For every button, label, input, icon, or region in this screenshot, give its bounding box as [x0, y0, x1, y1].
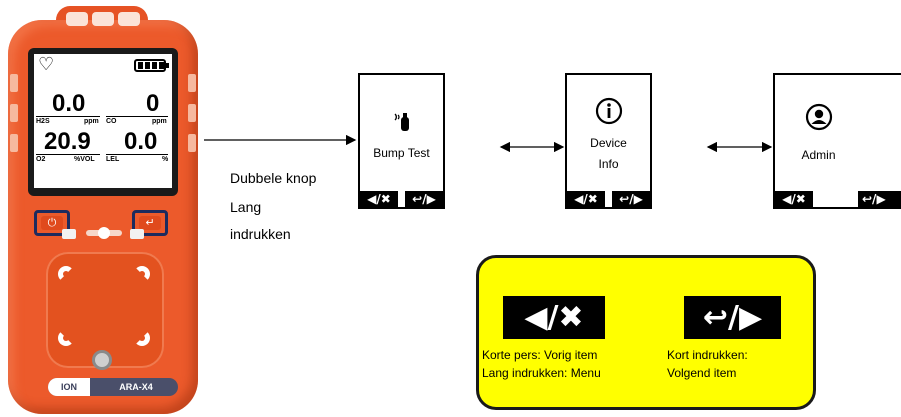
- ion-logo: ION: [48, 378, 90, 396]
- center-dot: [98, 227, 110, 239]
- top-slot: [92, 12, 114, 26]
- side-notch: [10, 104, 18, 122]
- co-value: 0: [146, 90, 160, 117]
- enter-next-softkey[interactable]: ↩/▶: [405, 191, 443, 207]
- back-cancel-key-icon: ◀/✖: [503, 296, 605, 339]
- side-notch: [188, 134, 196, 152]
- enter-next-key-icon: ↩/▶: [684, 296, 781, 339]
- o2-unit: %VOL: [74, 156, 95, 163]
- double-button-note: Dubbele knop: [230, 170, 317, 186]
- clip-cap: [62, 229, 76, 239]
- clip-cap: [130, 229, 144, 239]
- side-notch: [10, 134, 18, 152]
- long-press-note-line2: indrukken: [230, 226, 291, 242]
- enter-button[interactable]: ↵: [132, 210, 168, 236]
- next-key-description: Kort indrukken:: [667, 348, 748, 362]
- menu-label: Device: [590, 136, 627, 150]
- user-icon: [775, 103, 862, 136]
- info-icon: [567, 97, 650, 130]
- gas-detector-device: ♡ 0.0 0 H2S ppm CO ppm 20.9 0.0 O2 %VOL: [8, 4, 198, 414]
- co-label: CO: [106, 118, 117, 125]
- h2s-value: 0.0: [52, 90, 86, 117]
- h2s-unit: ppm: [84, 118, 99, 125]
- menu-screen-device-info: Device Info ◀/✖ ↩/▶: [565, 73, 652, 209]
- side-notch: [188, 74, 196, 92]
- side-notch: [188, 104, 196, 122]
- top-slot: [66, 12, 88, 26]
- power-icon: ⏻: [41, 216, 63, 230]
- sensor-port-icon: [134, 266, 150, 282]
- lel-unit: %: [162, 156, 169, 163]
- lel-value: 0.0: [124, 128, 158, 155]
- back-cancel-softkey[interactable]: ◀/✖: [360, 191, 398, 207]
- menu-label: Bump Test: [373, 146, 430, 160]
- menu-screen-admin: Admin ◀/✖ ↩/▶: [773, 73, 901, 209]
- menu-label: Info: [598, 157, 619, 171]
- button-legend: ◀/✖ ↩/▶ Korte pers: Vorig item Lang indr…: [476, 255, 816, 410]
- o2-label: O2: [36, 156, 46, 163]
- sensor-port-icon: [58, 330, 74, 346]
- model-name: ARA-X4: [119, 382, 153, 392]
- device-screen-frame: ♡ 0.0 0 H2S ppm CO ppm 20.9 0.0 O2 %VOL: [28, 48, 178, 196]
- top-slot: [118, 12, 140, 26]
- enter-next-softkey[interactable]: ↩/▶: [858, 191, 901, 207]
- sensor-port-icon: [134, 330, 150, 346]
- heart-icon: ♡: [38, 54, 55, 75]
- back-key-description: Lang indrukken: Menu: [482, 366, 601, 380]
- next-key-description: Volgend item: [667, 366, 737, 380]
- battery-icon: [134, 59, 169, 72]
- back-cancel-softkey[interactable]: ◀/✖: [775, 191, 813, 207]
- softkey-bar: ◀/✖ ↩/▶: [567, 191, 650, 207]
- menu-label: Admin: [801, 148, 836, 162]
- h2s-label: H2S: [36, 118, 50, 125]
- enter-next-softkey[interactable]: ↩/▶: [612, 191, 650, 207]
- side-notch: [10, 74, 18, 92]
- sensor-port-icon: [58, 266, 74, 282]
- co-unit: ppm: [152, 118, 167, 125]
- back-key-description: Korte pers: Vorig item: [482, 348, 598, 362]
- device-label: ION ARA-X4: [48, 378, 178, 396]
- menu-screen-bump-test: Bump Test ◀/✖ ↩/▶: [358, 73, 445, 209]
- gas-bottle-icon: [360, 109, 443, 138]
- softkey-bar: ◀/✖ ↩/▶: [360, 191, 443, 207]
- device-screen: ♡ 0.0 0 H2S ppm CO ppm 20.9 0.0 O2 %VOL: [34, 54, 172, 188]
- long-press-note-line1: Lang: [230, 199, 262, 215]
- enter-icon: ↵: [139, 216, 161, 230]
- sensor-knob: [92, 350, 112, 370]
- o2-value: 20.9: [44, 128, 91, 155]
- lel-label: LEL: [106, 156, 120, 163]
- back-cancel-softkey[interactable]: ◀/✖: [567, 191, 605, 207]
- softkey-bar: ◀/✖ ↩/▶: [775, 191, 901, 207]
